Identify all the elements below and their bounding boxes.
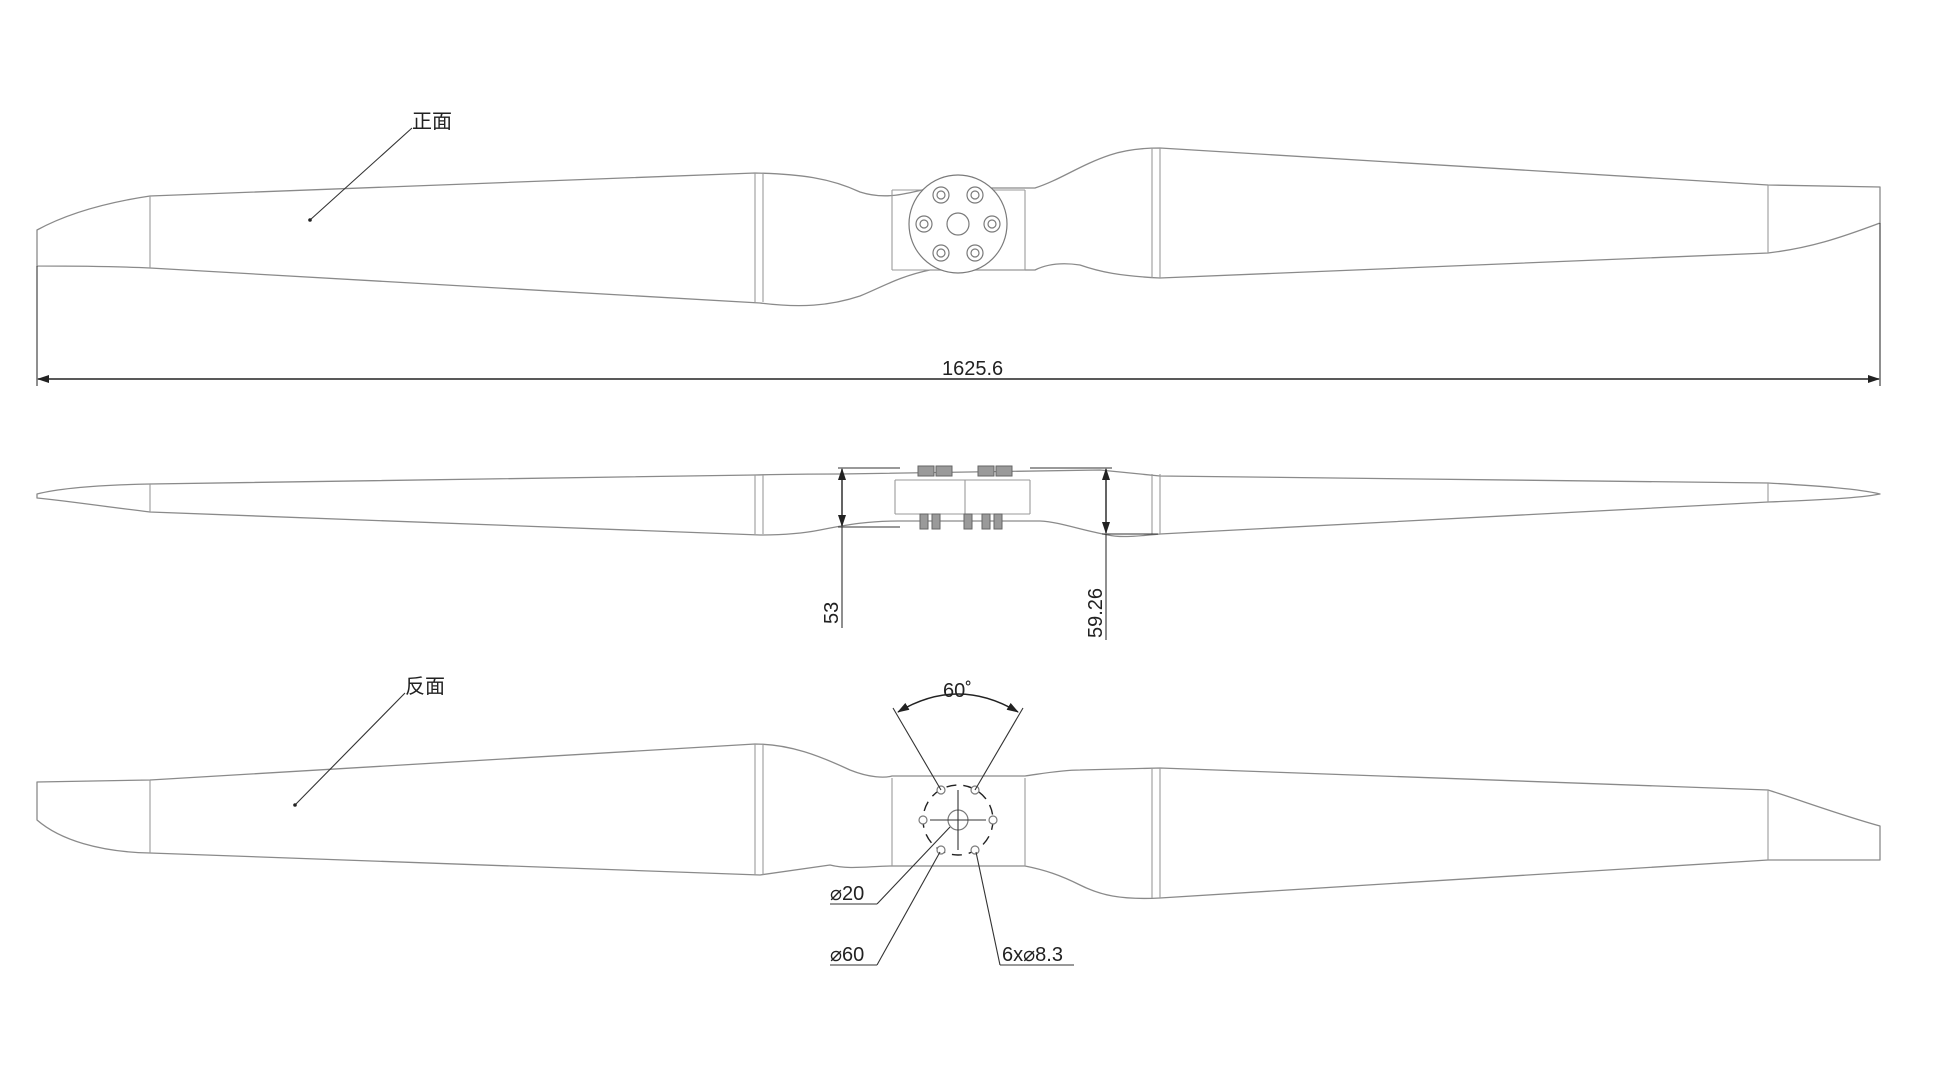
hub-thickness-label: 53 bbox=[821, 602, 843, 624]
side-view: 53 59.26 bbox=[36, 465, 1881, 640]
bolt-circle-label: ⌀60 bbox=[830, 944, 864, 966]
overall-length-label: 1625.6 bbox=[942, 358, 1003, 380]
bolt-angle-label: 60˚ bbox=[943, 680, 972, 702]
bolt-holes-callout: 6x⌀8.3 bbox=[975, 851, 1074, 966]
bolt-holes-label: 6x⌀8.3 bbox=[1002, 944, 1063, 966]
shaft-hole-callout: ⌀20 bbox=[830, 826, 951, 905]
side-bolts bbox=[917, 465, 1013, 530]
bolt-angle-dimension: 60˚ bbox=[892, 680, 1024, 791]
tip-height-label: 59.26 bbox=[1085, 588, 1107, 638]
side-propeller-outline bbox=[36, 469, 1881, 538]
back-view-label: 反面 bbox=[405, 675, 445, 698]
front-hub bbox=[908, 174, 1008, 274]
shaft-hole-label: ⌀20 bbox=[830, 883, 864, 905]
tip-height-dimension: 59.26 bbox=[1030, 467, 1158, 640]
overall-length-dimension: 1625.6 bbox=[36, 223, 1881, 386]
bolt-circle-callout: ⌀60 bbox=[830, 851, 941, 966]
hub-thickness-dimension: 53 bbox=[821, 467, 900, 628]
front-bolt-holes bbox=[915, 186, 1001, 262]
front-view-label: 正面 bbox=[412, 111, 452, 133]
back-view: 反面 60˚ ⌀20 ⌀60 6x⌀8.3 bbox=[36, 675, 1881, 966]
front-view: 正面 1625.6 bbox=[36, 111, 1881, 386]
